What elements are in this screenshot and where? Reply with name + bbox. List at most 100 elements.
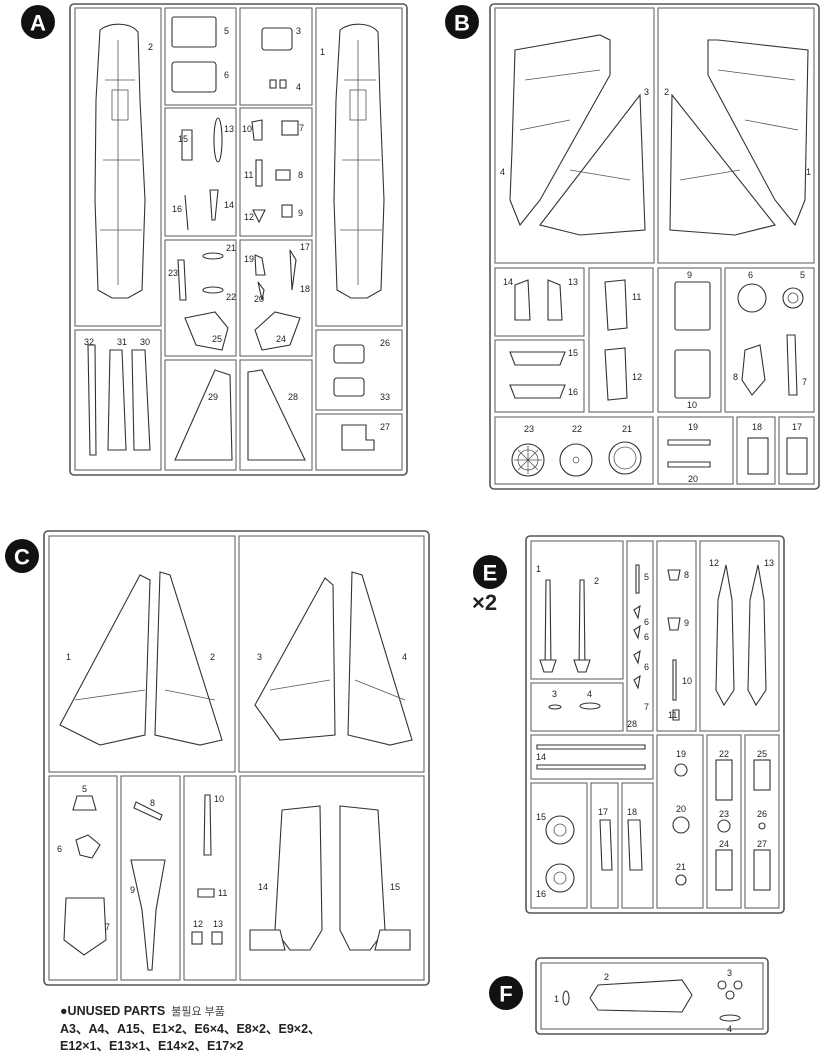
- unused-parts-title-ko: 불필요 부품: [171, 1006, 225, 1018]
- part-number: 7: [299, 123, 304, 133]
- part-number: 32: [84, 337, 94, 347]
- part-number: 23: [168, 268, 178, 278]
- part-number: 15: [390, 882, 400, 892]
- part-number: 20: [676, 804, 686, 814]
- part-number: 16: [568, 387, 578, 397]
- part-number: 4: [500, 167, 505, 177]
- part-number: 18: [300, 284, 310, 294]
- sprue-b: B 3 4 2 1 14 13 15 16 11 12 9 10 6 5 8 7…: [445, 3, 820, 490]
- part-number: 15: [536, 812, 546, 822]
- part-number: 6: [57, 844, 62, 854]
- part-number: 2: [148, 42, 153, 52]
- part-number: 15: [178, 134, 188, 144]
- part-number: 10: [682, 676, 692, 686]
- sprue-e: E ×2 1 2 3 4 5 6 6 6 7 8 9 10 11 12 13 1…: [472, 535, 785, 914]
- part-number: 28: [288, 392, 298, 402]
- sprue-e-badge: E: [473, 555, 507, 589]
- part-number: 15: [568, 348, 578, 358]
- part-number: 30: [140, 337, 150, 347]
- part-number: 13: [224, 124, 234, 134]
- part-number: 14: [224, 200, 234, 210]
- part-number: 14: [536, 752, 546, 762]
- part-number: 22: [226, 292, 236, 302]
- part-number: 24: [276, 334, 286, 344]
- part-number: 5: [644, 572, 649, 582]
- part-number: 1: [536, 564, 541, 574]
- part-number: 19: [676, 749, 686, 759]
- part-number: 20: [254, 294, 264, 304]
- part-number: 2: [210, 652, 215, 662]
- part-number: 1: [806, 167, 811, 177]
- sprue-f-badge: F: [489, 976, 523, 1010]
- part-number: 23: [719, 809, 729, 819]
- part-number: 8: [733, 372, 738, 382]
- part-number: 18: [752, 422, 762, 432]
- part-number: 1: [320, 47, 325, 57]
- unused-parts-line-1: A3、A4、A15、E1×2、E6×4、E8×2、E9×2、: [60, 1022, 321, 1036]
- part-number: 16: [536, 889, 546, 899]
- part-number: 4: [727, 1024, 732, 1034]
- part-number: 6: [644, 662, 649, 672]
- part-number: 3: [644, 87, 649, 97]
- part-number: 21: [676, 862, 686, 872]
- part-number: 20: [688, 474, 698, 484]
- part-number: 26: [757, 809, 767, 819]
- part-number: 12: [632, 372, 642, 382]
- part-number: 21: [622, 424, 632, 434]
- part-number: 3: [552, 689, 557, 699]
- sprue-b-badge: B: [445, 5, 479, 39]
- part-number: 12: [193, 919, 203, 929]
- part-number: 9: [298, 208, 303, 218]
- sprue-a-letter: A: [30, 11, 46, 36]
- part-number: 6: [644, 617, 649, 627]
- part-number: 3: [727, 968, 732, 978]
- part-number: 29: [208, 392, 218, 402]
- part-number: 27: [757, 839, 767, 849]
- part-number: 27: [380, 422, 390, 432]
- part-number: 12: [709, 558, 719, 568]
- part-number: 2: [604, 972, 609, 982]
- sprue-f: F 1 2 3 4: [489, 957, 769, 1035]
- part-number: 13: [213, 919, 223, 929]
- part-number: 4: [402, 652, 407, 662]
- unused-parts-title: ●UNUSED PARTS: [60, 1004, 166, 1018]
- part-number: 10: [687, 400, 697, 410]
- part-number: 11: [632, 292, 641, 302]
- part-number: 2: [664, 87, 669, 97]
- unused-parts-line-2: E12×1、E13×1、E14×2、E17×2: [60, 1039, 244, 1053]
- part-number: 13: [568, 277, 578, 287]
- part-number: 4: [296, 82, 301, 92]
- part-number: 21: [226, 243, 236, 253]
- part-number: 6: [748, 270, 753, 280]
- part-number: 9: [130, 885, 135, 895]
- part-number: 7: [105, 922, 110, 932]
- unused-parts-heading: ●UNUSED PARTS 불필요 부품: [60, 1003, 321, 1021]
- part-number: 28: [627, 719, 637, 729]
- part-number: 33: [380, 392, 390, 402]
- part-number: 14: [258, 882, 268, 892]
- part-number: 8: [684, 570, 689, 580]
- part-number: 10: [214, 794, 224, 804]
- part-number: 26: [380, 338, 390, 348]
- part-number: 11: [668, 710, 677, 720]
- part-number: 25: [757, 749, 767, 759]
- part-number: 5: [82, 784, 87, 794]
- part-number: 19: [688, 422, 698, 432]
- part-number: 16: [172, 204, 182, 214]
- sprue-e-letter: E: [483, 561, 498, 586]
- part-number: 12: [244, 212, 254, 222]
- part-number: 13: [764, 558, 774, 568]
- sprue-b-letter: B: [454, 11, 470, 36]
- part-number: 4: [587, 689, 592, 699]
- part-number: 25: [212, 334, 222, 344]
- fuselage-half-right: [333, 23, 385, 299]
- fuselage-half-left: [94, 23, 146, 299]
- part-number: 9: [684, 618, 689, 628]
- part-number: 9: [687, 270, 692, 280]
- sprue-a-badge: A: [21, 5, 55, 39]
- sprue-c: C 1 2 3 4 5 6 7 8 9 10 11 12 13 14 15: [5, 530, 430, 986]
- part-number: 5: [800, 270, 805, 280]
- part-number: 17: [300, 242, 310, 252]
- sprue-a: A 2 1 5 6 3 4 13 15 14 16 7 10 11 8 9 12…: [21, 3, 408, 476]
